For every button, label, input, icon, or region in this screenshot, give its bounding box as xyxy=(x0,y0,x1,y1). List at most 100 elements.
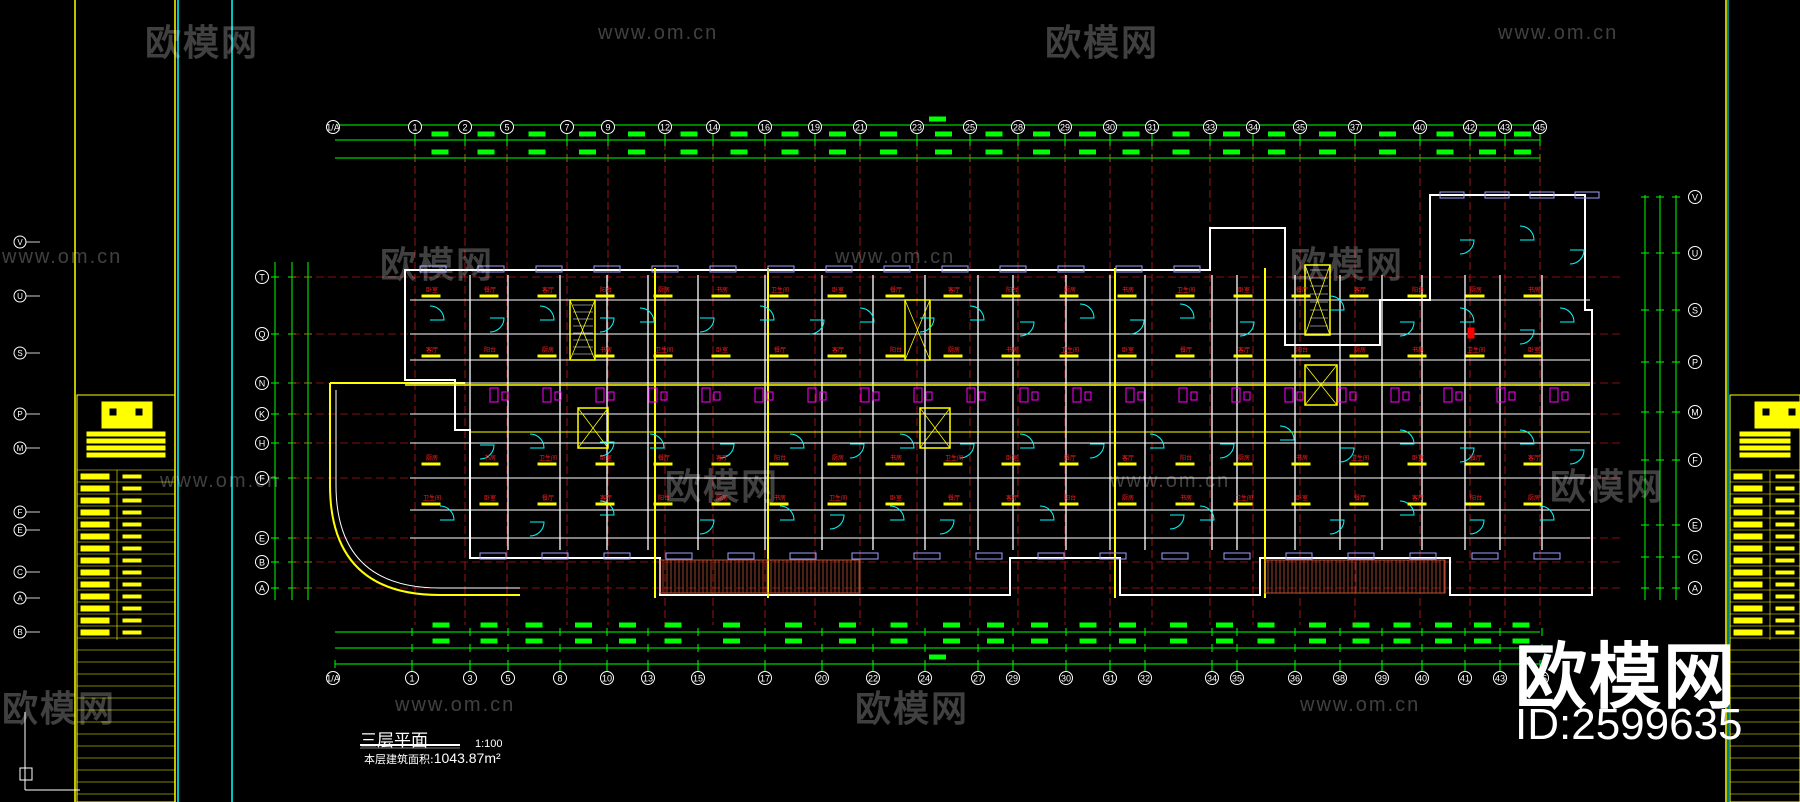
room-label: 餐厅 xyxy=(948,494,960,502)
window xyxy=(709,265,737,273)
bottom-axis-label: 1 xyxy=(409,674,414,684)
sanitary-fixture xyxy=(1243,391,1251,401)
room-area-text xyxy=(1465,354,1485,358)
dim-text xyxy=(680,149,698,155)
dim-text xyxy=(929,654,946,660)
title-block-bar xyxy=(86,431,166,437)
room-area-text xyxy=(653,462,673,466)
sanitary-fixture xyxy=(1561,391,1569,401)
window xyxy=(1484,191,1510,199)
watermark-logo-large: 欧模网 xyxy=(1515,635,1738,719)
dim-text xyxy=(1435,622,1452,628)
curved-entrance-wall xyxy=(329,382,520,596)
watermark-url: www.om.cn xyxy=(1110,470,1231,492)
room-area-text xyxy=(1059,462,1079,466)
top-axis-label: 43 xyxy=(1500,123,1510,133)
room-label: 卧室 xyxy=(832,286,844,294)
room-area-text xyxy=(827,502,847,506)
sanitary-fixture xyxy=(1402,391,1410,401)
sanitary-fixture xyxy=(1296,391,1304,401)
core-cross xyxy=(919,407,951,449)
left-axis-label: Q xyxy=(258,330,265,340)
room-label: 卧室 xyxy=(484,494,496,502)
sanitary-fixture xyxy=(754,387,764,403)
room-label: 客厅 xyxy=(1006,494,1018,502)
right-axis-circle xyxy=(1688,581,1702,595)
room-label: 书房 xyxy=(1122,286,1134,294)
watermark-url: www.om.cn xyxy=(1300,694,1421,716)
plan-scale: 1:100 xyxy=(475,738,503,750)
watermark-logo: 欧模网 xyxy=(145,23,260,64)
room-label: 客厅 xyxy=(716,454,728,462)
right-axis-circle xyxy=(1688,550,1702,564)
left-axis-circle xyxy=(255,581,269,595)
top-axis-circle xyxy=(910,120,924,134)
title-block-bar xyxy=(1739,445,1791,451)
room-label: 厨房 xyxy=(1064,286,1076,294)
dim-text xyxy=(1479,149,1496,155)
window xyxy=(477,265,505,273)
sanitary-fixture xyxy=(807,387,817,403)
top-axis-circle xyxy=(658,120,672,134)
door-swing xyxy=(1569,449,1585,465)
room-area-text xyxy=(1117,294,1137,298)
top-axis-label: 40 xyxy=(1415,123,1425,133)
window xyxy=(851,552,879,560)
bottom-axis-label: 36 xyxy=(1290,674,1300,684)
title-block-bar xyxy=(1739,431,1791,437)
watermark-url: www.om.cn xyxy=(835,246,956,268)
room-label: 卫生间 xyxy=(655,346,673,354)
dim-text xyxy=(1393,622,1411,628)
dim-text xyxy=(1309,638,1326,644)
sanitary-fixture xyxy=(1178,387,1188,403)
top-axis-label: 16 xyxy=(760,123,770,133)
dim-text xyxy=(1223,131,1240,137)
window xyxy=(999,265,1027,273)
room-area-text xyxy=(1349,294,1369,298)
top-axis-circle xyxy=(500,120,514,134)
room-area-text xyxy=(421,502,441,506)
room-area-text xyxy=(1407,502,1427,506)
bottom-axis-circle xyxy=(641,671,655,685)
room-label: 卧室 xyxy=(1528,346,1540,354)
room-area-text xyxy=(1291,354,1311,358)
sanitary-fixture xyxy=(660,391,668,401)
window xyxy=(665,552,693,560)
title-block-text xyxy=(1775,498,1795,503)
door-swing xyxy=(1089,443,1105,459)
dim-text xyxy=(432,638,450,644)
window xyxy=(727,552,755,560)
dim-text xyxy=(987,638,1004,644)
door-swing xyxy=(539,305,555,321)
door-swing xyxy=(899,433,915,449)
window xyxy=(789,552,817,560)
top-axis-label: 14 xyxy=(708,123,718,133)
dim-text xyxy=(781,131,799,137)
bottom-axis-label: 40 xyxy=(1417,674,1427,684)
dim-text xyxy=(935,131,952,137)
dim-text xyxy=(1257,638,1275,644)
sanitary-fixture xyxy=(1349,391,1357,401)
room-label: 厨房 xyxy=(1528,494,1540,502)
door-swing xyxy=(1519,429,1535,445)
floor-plan: 卧室客厅厨房卫生间餐厅阳台书房卧室客厅厨房卫生间餐厅阳台书房卧室客厅厨房卫生间餐… xyxy=(19,191,1600,791)
room-label: 客厅 xyxy=(1238,346,1250,354)
door-swing xyxy=(639,307,655,323)
watermark-logo: 欧模网 xyxy=(665,467,780,508)
title-block-text xyxy=(1733,617,1763,624)
sanitary-fixture xyxy=(1019,387,1029,403)
room-area-text xyxy=(1349,502,1369,506)
window xyxy=(913,552,941,560)
dim-text xyxy=(1216,638,1233,644)
dim-text xyxy=(1033,149,1050,155)
right-axis-label: V xyxy=(1692,193,1698,203)
room-area-text xyxy=(1465,294,1485,298)
room-label: 卫生间 xyxy=(1467,346,1485,354)
core-box xyxy=(919,407,951,449)
window xyxy=(1574,191,1600,199)
room-area-text xyxy=(769,462,789,466)
room-label: 厨房 xyxy=(542,346,554,354)
curved-entrance-inner xyxy=(335,390,520,589)
left-axis-label: N xyxy=(259,379,266,389)
window xyxy=(1409,552,1437,560)
